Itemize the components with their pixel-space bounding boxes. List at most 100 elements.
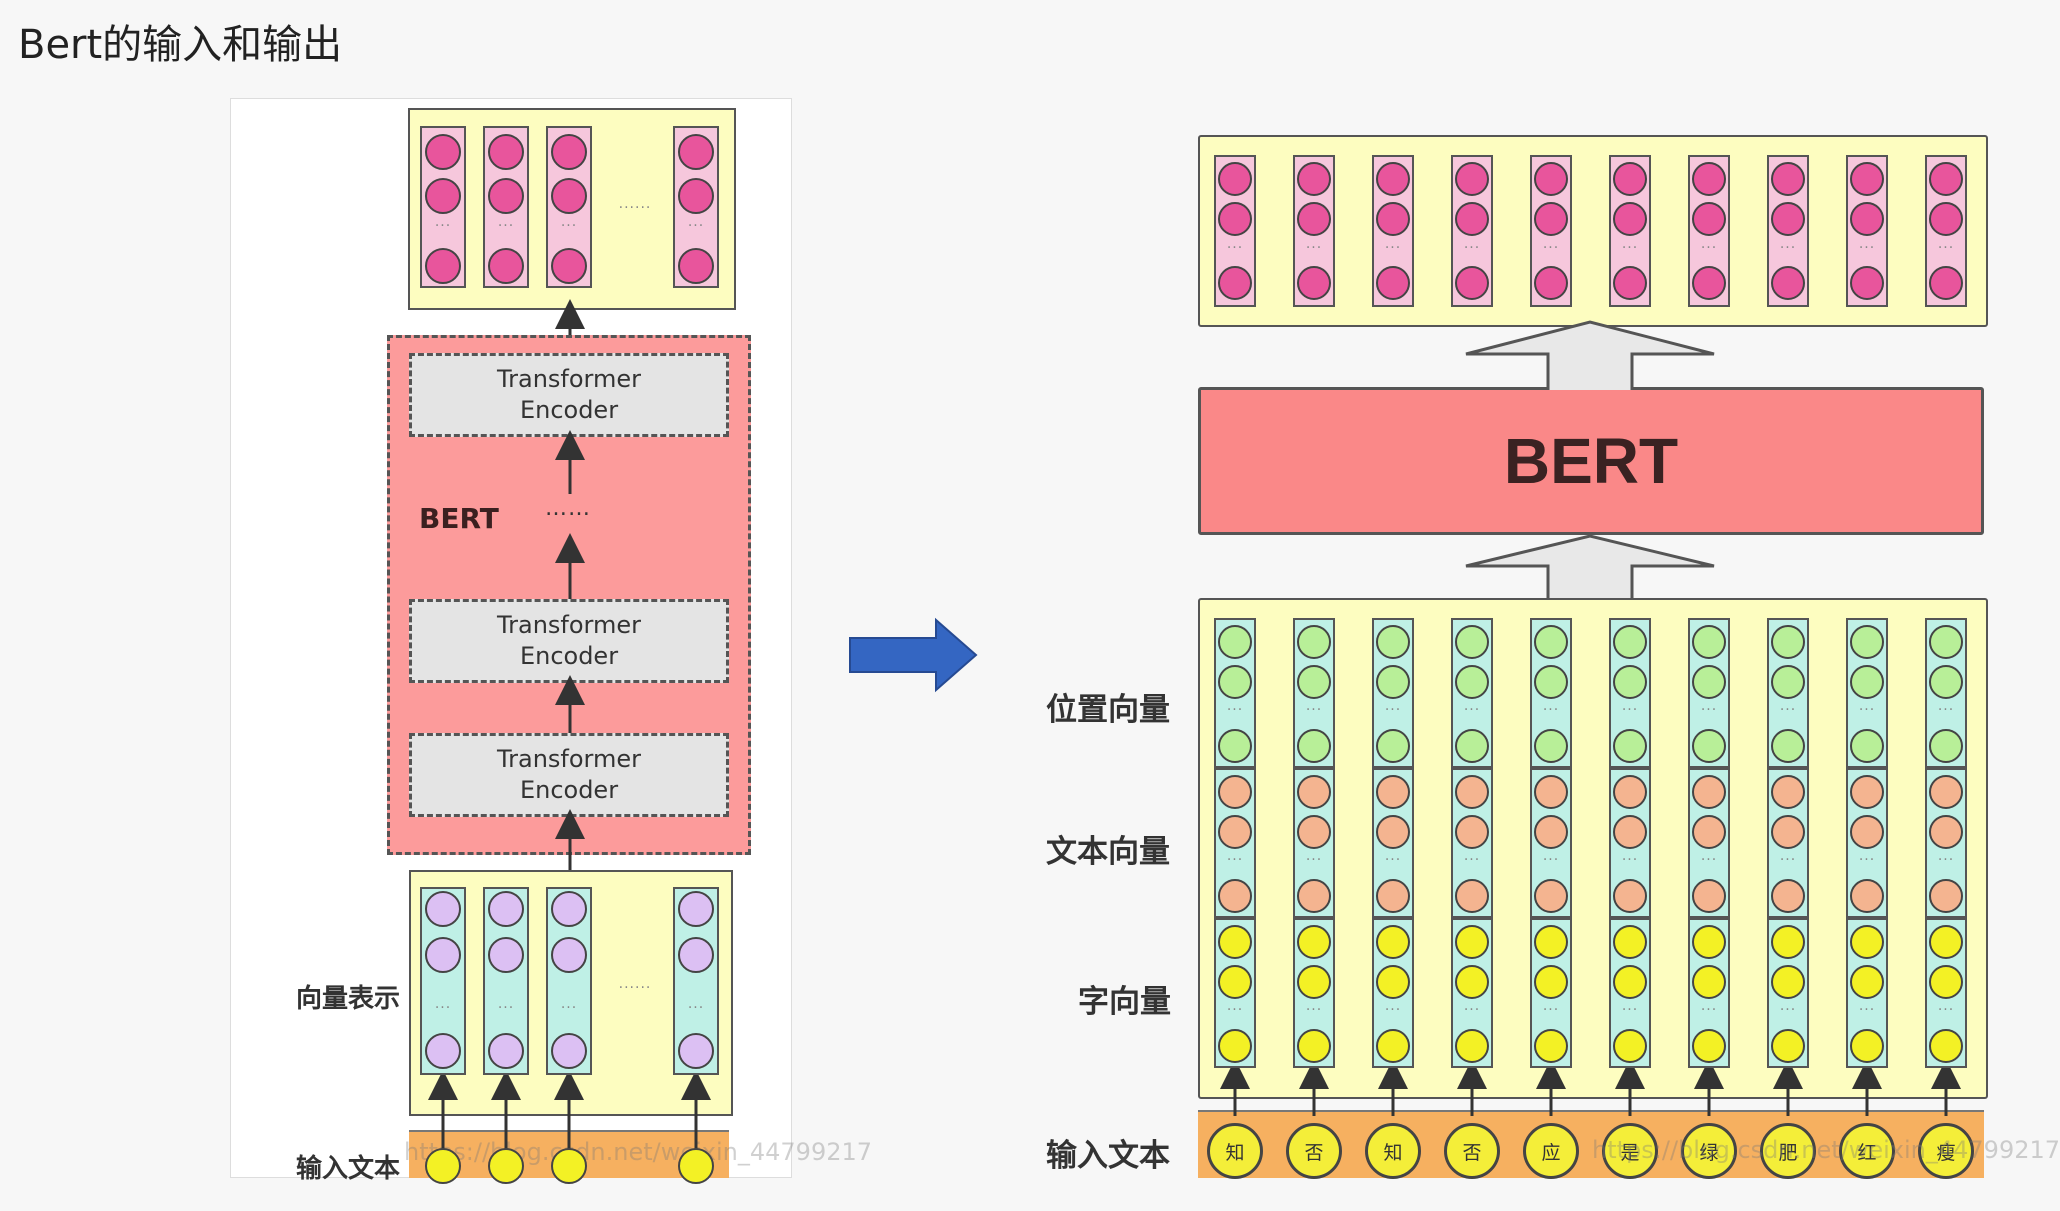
vertical-ellipsis: ··· xyxy=(1700,702,1718,718)
vertical-ellipsis: ··· xyxy=(497,218,515,234)
token-embedding-neuron xyxy=(1613,925,1647,959)
position-embedding-neuron xyxy=(1929,665,1963,699)
segment-embedding-neuron xyxy=(1376,775,1410,809)
segment-embedding-neuron xyxy=(1850,815,1884,849)
segment-embedding-neuron xyxy=(1376,879,1410,913)
vertical-ellipsis: ··· xyxy=(434,1000,452,1016)
output-neuron xyxy=(1692,266,1726,300)
vertical-ellipsis: ··· xyxy=(1858,852,1876,868)
vertical-ellipsis: ··· xyxy=(1463,702,1481,718)
token-embedding-neuron xyxy=(1376,1029,1410,1063)
token-embedding-neuron xyxy=(1297,925,1331,959)
vertical-ellipsis: ··· xyxy=(1858,702,1876,718)
vertical-ellipsis: ··· xyxy=(1305,702,1323,718)
position-embedding-neuron xyxy=(1376,729,1410,763)
output-neuron xyxy=(1297,162,1331,196)
vertical-ellipsis: ··· xyxy=(1226,702,1244,718)
encoder-line-1: Transformer xyxy=(496,745,641,773)
encoder-line-2: Encoder xyxy=(519,396,619,424)
watermark-right: https://blog.csdn.net/weixin_44799217 xyxy=(1592,1136,2060,1164)
output-neuron xyxy=(425,178,461,214)
input-token-circle xyxy=(678,1148,714,1184)
segment-embedding-neuron xyxy=(1534,815,1568,849)
input-neuron xyxy=(551,891,587,927)
output-neuron xyxy=(1613,202,1647,236)
output-neuron xyxy=(425,134,461,170)
label-vector-representation: 向量表示 xyxy=(296,984,401,1014)
transformer-encoder: Transformer Encoder xyxy=(409,353,729,437)
segment-embedding-neuron xyxy=(1613,775,1647,809)
token-embedding-neuron xyxy=(1297,965,1331,999)
input-character: 知 xyxy=(1383,1141,1403,1164)
left-encoder-ellipsis: …… xyxy=(545,496,591,521)
output-neuron xyxy=(1534,202,1568,236)
input-character: 红 xyxy=(1857,1141,1877,1164)
vertical-ellipsis: ··· xyxy=(1542,852,1560,868)
output-neuron xyxy=(1218,202,1252,236)
segment-embedding-neuron xyxy=(1218,879,1252,913)
input-character: 绿 xyxy=(1699,1141,1719,1164)
output-neuron xyxy=(1613,266,1647,300)
position-embedding-neuron xyxy=(1613,665,1647,699)
input-neuron xyxy=(425,937,461,973)
vertical-ellipsis: ··· xyxy=(1305,240,1323,256)
position-embedding-neuron xyxy=(1218,665,1252,699)
input-character-circle: 是 xyxy=(1602,1123,1658,1179)
token-embedding-neuron xyxy=(1771,1029,1805,1063)
input-neuron xyxy=(488,1033,524,1069)
input-neuron xyxy=(678,937,714,973)
vertical-ellipsis: ··· xyxy=(1384,240,1402,256)
input-character-circle: 否 xyxy=(1444,1123,1500,1179)
input-character-circle: 知 xyxy=(1207,1123,1263,1179)
segment-embedding-neuron xyxy=(1534,879,1568,913)
token-embedding-neuron xyxy=(1534,965,1568,999)
output-neuron xyxy=(1534,266,1568,300)
segment-embedding-neuron xyxy=(1929,815,1963,849)
input-character: 是 xyxy=(1620,1141,1640,1164)
right-bert-label: BERT xyxy=(1503,425,1679,497)
output-neuron xyxy=(1771,162,1805,196)
vertical-ellipsis: ··· xyxy=(687,1000,705,1016)
token-embedding-neuron xyxy=(1929,1029,1963,1063)
watermark-left: https://blog.csdn.net/weixin_44799217 xyxy=(404,1138,873,1166)
transformer-encoder: Transformer Encoder xyxy=(409,599,729,683)
vertical-ellipsis: ··· xyxy=(1542,240,1560,256)
label-position-embedding: 位置向量 xyxy=(1046,692,1170,728)
position-embedding-neuron xyxy=(1297,729,1331,763)
token-embedding-neuron xyxy=(1376,925,1410,959)
vertical-ellipsis: ··· xyxy=(1700,852,1718,868)
token-embedding-neuron xyxy=(1692,925,1726,959)
position-embedding-neuron xyxy=(1297,665,1331,699)
output-neuron xyxy=(1850,266,1884,300)
output-neuron xyxy=(1692,202,1726,236)
vertical-ellipsis: ··· xyxy=(1858,1002,1876,1018)
position-embedding-neuron xyxy=(1455,665,1489,699)
transition-arrow xyxy=(849,617,978,693)
position-embedding-neuron xyxy=(1850,625,1884,659)
output-neuron xyxy=(1850,162,1884,196)
token-embedding-neuron xyxy=(1613,1029,1647,1063)
position-embedding-neuron xyxy=(1692,665,1726,699)
position-embedding-neuron xyxy=(1376,665,1410,699)
input-character: 否 xyxy=(1304,1141,1324,1164)
position-embedding-neuron xyxy=(1692,625,1726,659)
input-neuron xyxy=(425,1033,461,1069)
vertical-ellipsis: ··· xyxy=(1779,240,1797,256)
input-character: 瘦 xyxy=(1936,1141,1956,1164)
segment-embedding-neuron xyxy=(1850,879,1884,913)
output-neuron xyxy=(678,134,714,170)
transformer-encoder: Transformer Encoder xyxy=(409,733,729,817)
position-embedding-neuron xyxy=(1376,625,1410,659)
segment-embedding-neuron xyxy=(1455,879,1489,913)
encoder-line-2: Encoder xyxy=(519,776,619,804)
vertical-ellipsis: ··· xyxy=(560,218,578,234)
token-embedding-neuron xyxy=(1376,965,1410,999)
position-embedding-neuron xyxy=(1455,625,1489,659)
slide-title: Bert的输入和输出 xyxy=(18,22,343,68)
input-character-circle: 知 xyxy=(1365,1123,1421,1179)
segment-embedding-neuron xyxy=(1771,815,1805,849)
vertical-ellipsis: ··· xyxy=(1858,240,1876,256)
output-neuron xyxy=(1850,202,1884,236)
output-neuron xyxy=(1297,202,1331,236)
